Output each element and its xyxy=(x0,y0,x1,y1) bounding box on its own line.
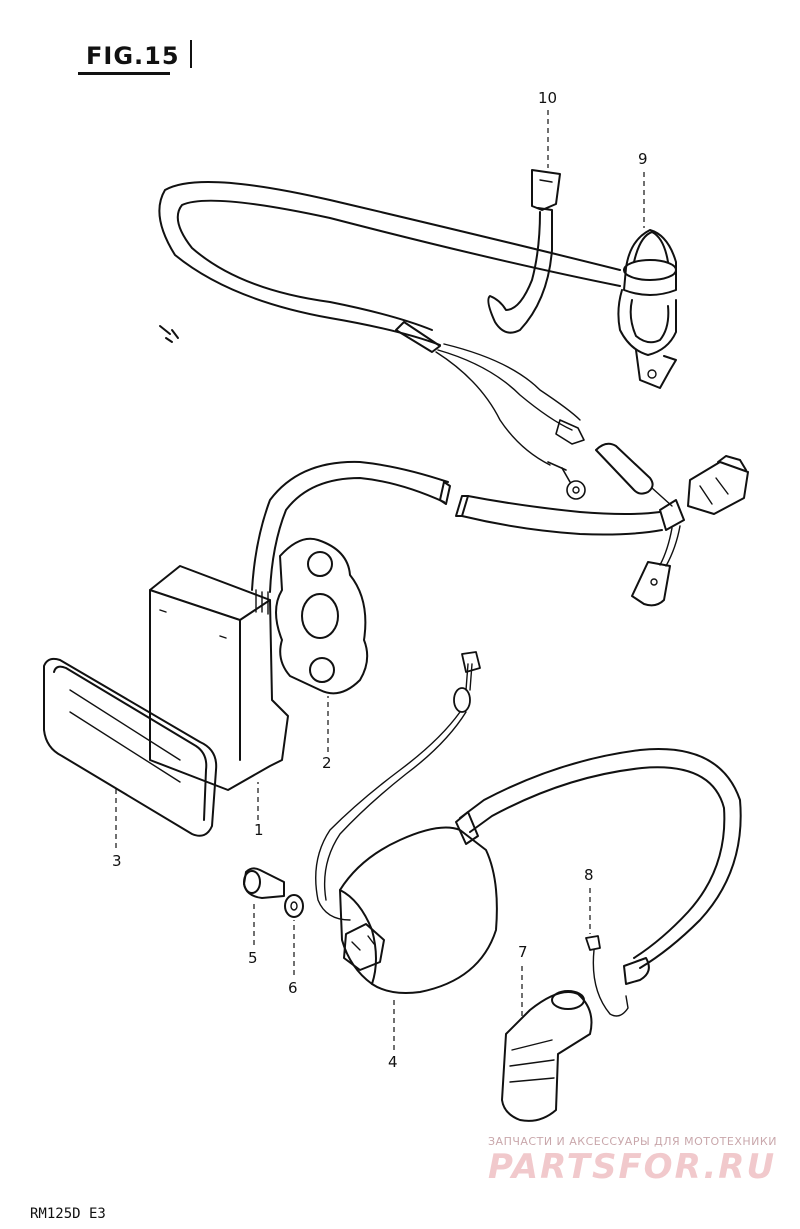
callout-number-7: 7 xyxy=(518,943,528,961)
callout-5: 5 xyxy=(248,900,258,967)
callout-1: 1 xyxy=(254,782,264,839)
part-2-gasket xyxy=(275,537,369,695)
callout-2: 2 xyxy=(322,696,332,772)
callout-number-1: 1 xyxy=(254,821,264,839)
part-5-screw xyxy=(243,867,285,899)
callout-10: 10 xyxy=(538,89,557,168)
callout-number-8: 8 xyxy=(584,866,594,884)
part-1-cdi-unit xyxy=(149,565,289,791)
figure-title-underline xyxy=(78,72,170,75)
callout-number-3: 3 xyxy=(112,852,122,870)
callout-9: 9 xyxy=(638,150,648,228)
wiring-harness-upper xyxy=(158,181,621,500)
callout-number-10: 10 xyxy=(538,89,557,107)
callout-number-2: 2 xyxy=(322,754,332,772)
callout-7: 7 xyxy=(518,943,528,1020)
cdi-cable xyxy=(251,460,451,615)
model-code: RM125D E3 xyxy=(30,1206,106,1222)
watermark-logo: PARTSFOR.RU xyxy=(488,1147,777,1187)
wiring-harness-lower xyxy=(455,442,749,607)
callout-4: 4 xyxy=(388,996,398,1071)
callout-6: 6 xyxy=(288,920,298,997)
part-4-ignition-coil xyxy=(315,651,742,994)
callout-number-4: 4 xyxy=(388,1053,398,1071)
callout-3: 3 xyxy=(112,786,122,870)
callout-number-6: 6 xyxy=(288,979,298,997)
figure-title: FIG.15 xyxy=(86,42,180,70)
callout-number-5: 5 xyxy=(248,949,258,967)
watermark-subtitle: ЗАПЧАСТИ И АКСЕССУАРЫ ДЛЯ МОТОТЕХНИКИ xyxy=(488,1135,777,1148)
part-10-strap xyxy=(487,169,561,334)
figure-divider-bar xyxy=(190,40,192,68)
callout-8: 8 xyxy=(584,866,594,934)
callout-number-9: 9 xyxy=(638,150,648,168)
part-8-clip xyxy=(585,935,629,1017)
part-3-rubber-cover xyxy=(43,657,218,837)
part-7-plug-cap xyxy=(501,990,593,1122)
part-6-washer xyxy=(284,894,304,918)
part-9-kill-switch xyxy=(617,229,677,389)
